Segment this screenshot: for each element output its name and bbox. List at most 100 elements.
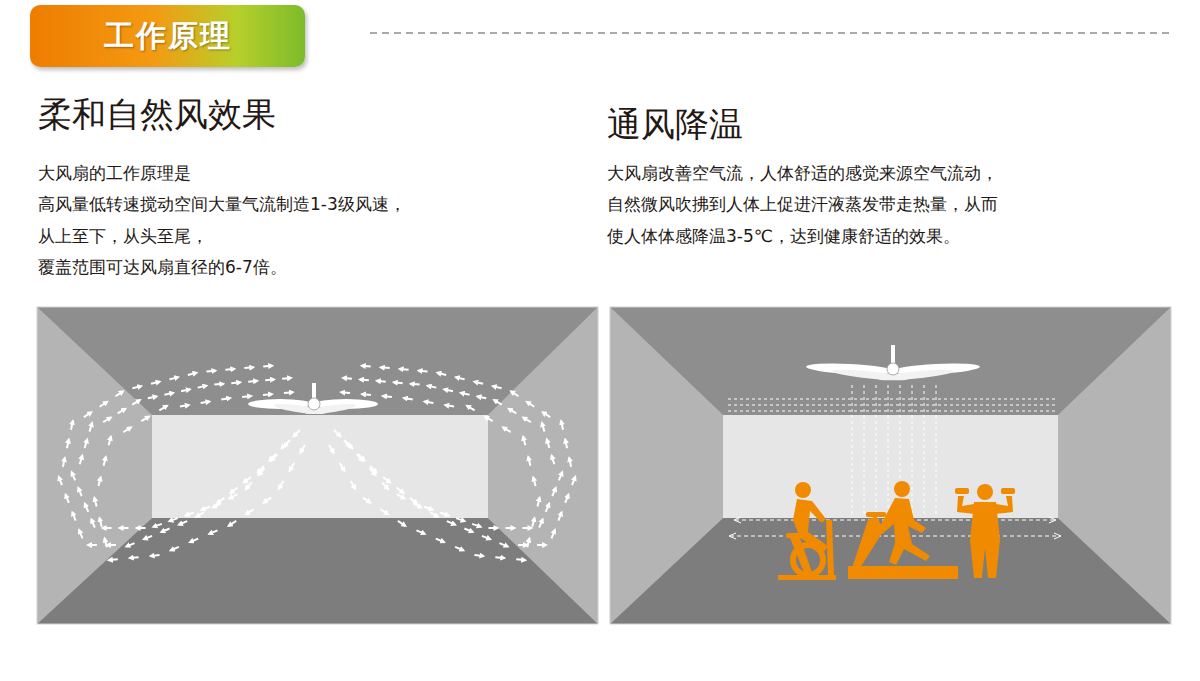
flow-arrow — [201, 507, 209, 510]
flow-arrow — [271, 454, 277, 461]
flow-arrow — [164, 393, 173, 395]
flow-arrow — [334, 430, 340, 436]
flow-arrow — [196, 512, 204, 516]
flow-arrow — [85, 504, 88, 512]
flow-arrow — [561, 421, 563, 430]
flow-arrow — [169, 377, 178, 379]
flow-arrow — [382, 482, 388, 489]
flow-arrow — [201, 402, 210, 404]
ceiling-flow — [728, 405, 1055, 406]
flow-arrow — [357, 454, 363, 461]
flow-arrow — [360, 378, 369, 381]
flow-arrow — [94, 498, 96, 507]
flow-arrow — [290, 463, 295, 471]
flow-arrow — [180, 405, 189, 407]
flow-arrow — [467, 406, 475, 411]
flow-arrow — [264, 498, 271, 503]
flow-arrow — [445, 405, 454, 407]
flow-arrow — [522, 527, 531, 529]
flow-arrow — [569, 458, 571, 467]
flow-arrow — [532, 518, 534, 527]
flow-arrow — [482, 536, 490, 539]
flow-arrow — [98, 477, 100, 486]
flow-arrow — [472, 524, 480, 527]
flow-arrow — [552, 488, 555, 496]
flow-arrow — [231, 381, 240, 384]
flow-arrow — [495, 556, 504, 559]
room-right — [610, 307, 1171, 624]
body-text: 从上至下，从头至尾， — [38, 226, 208, 246]
flow-arrow — [190, 539, 198, 543]
body-text: 覆盖范围可达风扇直径的6-7倍。 — [38, 257, 287, 277]
flow-arrow — [104, 457, 106, 466]
flow-arrow — [444, 389, 453, 391]
flow-arrow — [120, 527, 129, 529]
flow-arrow — [425, 402, 434, 404]
flow-arrow — [185, 512, 193, 515]
flow-arrow — [344, 440, 350, 447]
flow-arrow — [404, 398, 413, 400]
down-flow — [936, 385, 937, 515]
flow-arrow — [126, 543, 134, 546]
flow-arrow — [527, 538, 529, 547]
body-text: 自然微风吹拂到人体上促进汗液蒸发带走热量，从而 — [607, 194, 998, 214]
flow-arrow — [424, 507, 432, 510]
flow-arrow — [477, 396, 486, 398]
flow-arrow — [123, 427, 131, 432]
flow-arrow — [381, 366, 390, 369]
flow-arrow — [537, 544, 546, 546]
flow-arrow — [213, 503, 221, 507]
flow-arrow — [72, 472, 75, 480]
flow-arrow — [116, 391, 124, 396]
fan-right — [806, 345, 980, 382]
flow-arrow — [488, 527, 497, 529]
flow-arrow — [547, 439, 550, 448]
flow-arrow — [151, 382, 160, 384]
flow-arrow — [294, 430, 300, 436]
flow-arrow — [88, 544, 97, 546]
flow-arrow — [242, 395, 251, 398]
flow-arrow — [543, 412, 551, 417]
flow-arrow — [461, 393, 470, 395]
flow-arrow — [456, 377, 465, 379]
flow-arrow — [181, 389, 190, 391]
flow-arrow — [369, 468, 375, 475]
down-flow — [852, 385, 853, 515]
flow-arrow — [161, 528, 169, 531]
flow-arrow — [455, 547, 463, 551]
flow-arrow — [542, 423, 545, 432]
flow-arrow — [221, 398, 230, 400]
flow-arrow — [265, 378, 274, 381]
flow-arrow — [90, 423, 93, 432]
people — [778, 481, 1015, 580]
flow-arrow — [440, 512, 448, 515]
flow-arrow — [499, 543, 507, 546]
flow-arrow — [100, 402, 108, 407]
flow-arrow — [527, 402, 535, 407]
flow-arrow — [72, 512, 75, 520]
flow-arrow — [284, 391, 293, 394]
airflow-arrows — [59, 366, 575, 560]
flow-arrow — [565, 440, 567, 449]
flow-arrow — [552, 456, 555, 465]
flow-arrow — [411, 383, 420, 386]
flow-arrow — [377, 380, 386, 383]
flow-arrow — [59, 477, 62, 485]
flow-arrow — [229, 494, 237, 498]
flow-arrow — [259, 468, 265, 475]
flow-arrow — [394, 381, 403, 384]
flow-arrow — [80, 456, 83, 465]
flow-arrow — [430, 512, 438, 516]
flow-arrow — [198, 386, 207, 388]
flow-arrow — [100, 518, 102, 527]
flow-arrow — [383, 477, 390, 483]
flow-arrow — [206, 370, 215, 373]
flow-arrow — [67, 440, 69, 449]
flow-arrow — [151, 554, 160, 557]
flow-arrow — [179, 521, 187, 524]
flow-arrow — [396, 487, 403, 493]
flow-arrow — [518, 544, 527, 546]
flow-arrow — [546, 504, 549, 512]
dumbbell-man — [955, 484, 1015, 578]
ceiling-flow — [728, 411, 1055, 412]
